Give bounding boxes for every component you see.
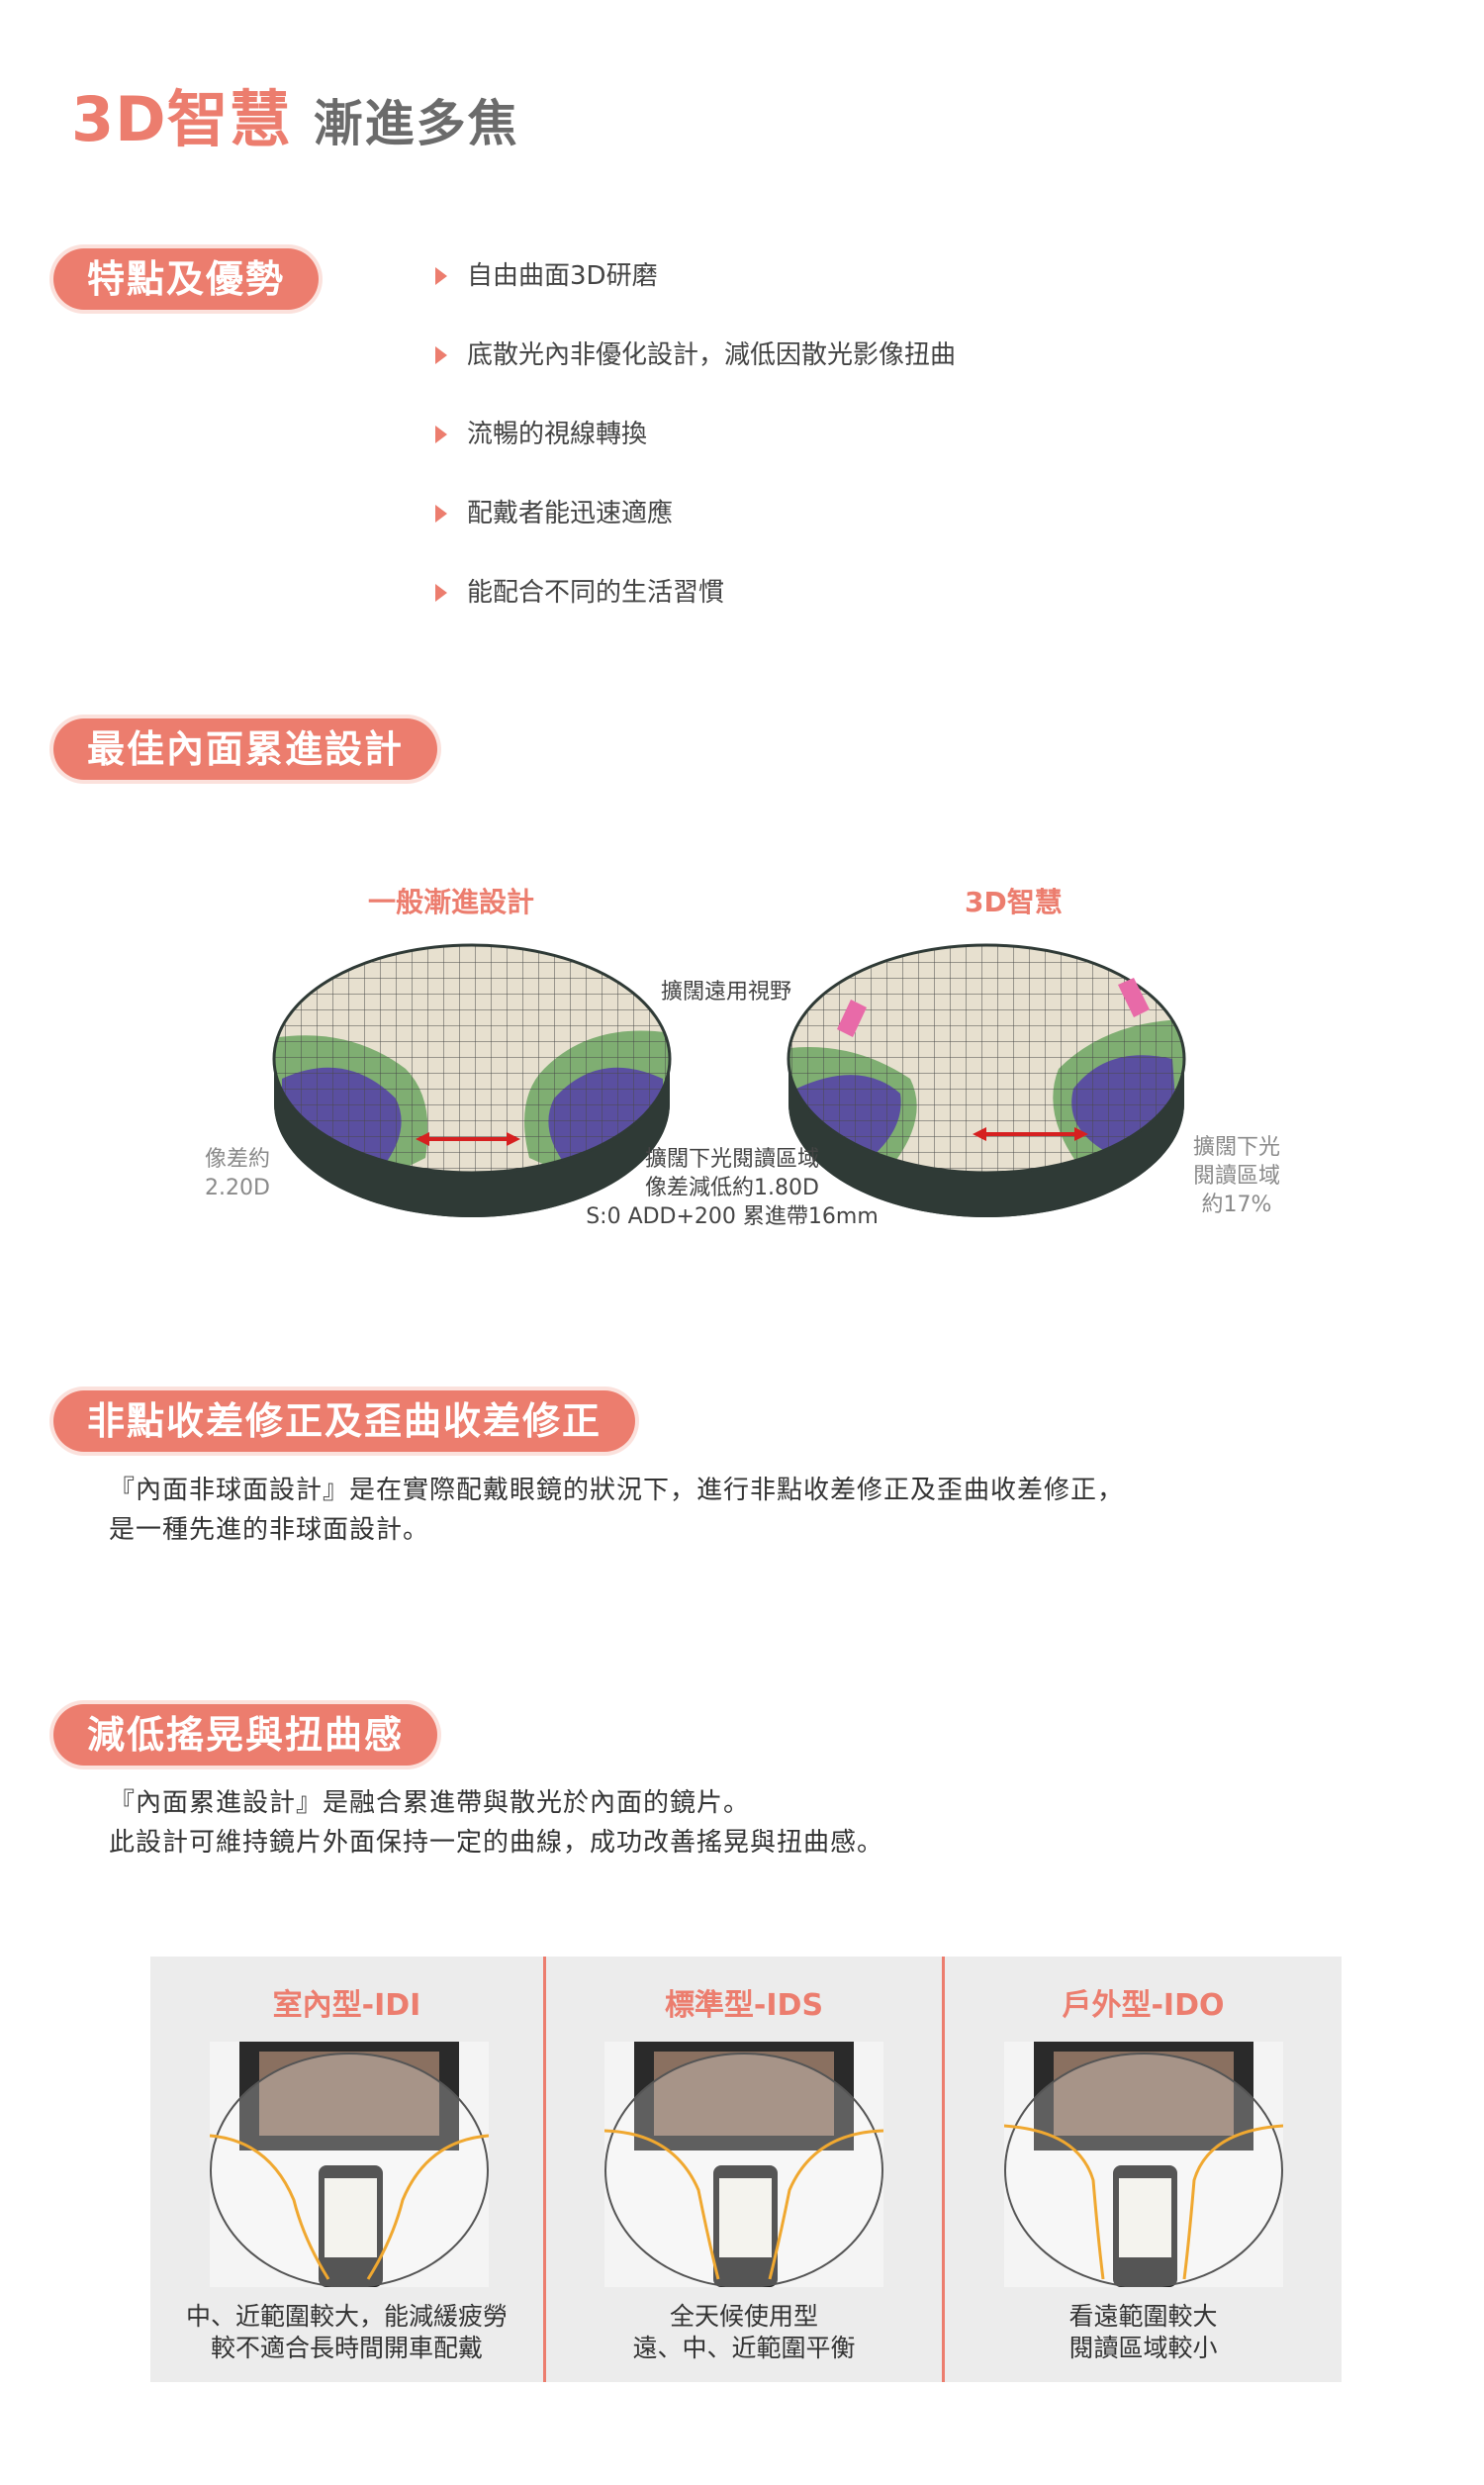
lens-standard — [272, 943, 672, 1217]
type-caption: 看遠範圍較大閱讀區域較小 — [1068, 2302, 1218, 2362]
bullet-icon — [435, 505, 447, 523]
features-list: 自由曲面3D研磨 底散光內非優化設計，減低因散光影像扭曲 流暢的視線轉換 配戴者… — [435, 245, 956, 641]
type-column: 標準型-IDS 全天候使用型遠、中、近範圍平衡 — [546, 1957, 942, 2382]
sway-heading: 減低搖晃與扭曲感 — [53, 1704, 438, 1766]
bullet-icon — [435, 426, 447, 443]
type-caption: 中、近範圍較大，能減緩疲勞較不適合長時間開車配戴 — [185, 2302, 508, 2362]
title-highlight: 3D智慧 — [71, 83, 292, 155]
feature-item: 流暢的視線轉換 — [435, 404, 956, 483]
features-heading: 特點及優勢 — [53, 248, 320, 310]
type-title: 室內型-IDI — [272, 1988, 421, 2023]
lens-photo-outdoor — [1004, 2042, 1283, 2287]
bullet-icon — [435, 267, 447, 285]
feature-item: 底散光內非優化設計，減低因散光影像扭曲 — [435, 325, 956, 404]
page-title: 3D智慧漸進多焦 — [71, 69, 519, 158]
column-divider — [543, 1957, 546, 2382]
lens-left-label: 一般漸進設計 — [368, 886, 535, 918]
feature-item: 能配合不同的生活習慣 — [435, 562, 956, 641]
aberration-heading: 非點收差修正及歪曲收差修正 — [53, 1390, 636, 1452]
lens-diagram — [272, 943, 1186, 1217]
bullet-icon — [435, 346, 447, 364]
pink-arrow — [1118, 978, 1150, 1017]
aberration-text: 『內面非球面設計』是在實際配戴眼鏡的狀況下，進行非點收差修正及歪曲收差修正，是一… — [109, 1476, 1125, 1545]
bullet-icon — [435, 584, 447, 602]
title-rest: 漸進多焦 — [313, 95, 519, 152]
design-heading: 最佳內面累進設計 — [53, 718, 438, 780]
type-column: 戶外型-IDO 看遠範圍較大閱讀區域較小 — [945, 1957, 1342, 2382]
pink-arrow — [837, 1000, 867, 1037]
type-title: 戶外型-IDO — [1062, 1988, 1225, 2023]
arrow-left — [416, 1132, 520, 1146]
lens-photo-standard — [604, 2042, 883, 2287]
feature-item: 配戴者能迅速適應 — [435, 483, 956, 562]
lens-right-label: 3D智慧 — [965, 886, 1063, 918]
right-note: 擴闊下光閱讀區域約17% — [1192, 1135, 1280, 1217]
top-note: 擴闊遠用視野 — [661, 980, 792, 1004]
type-column: 室內型-IDI 中、近範圍較大，能減緩疲勞較不適合長時間開車配戴 — [150, 1957, 543, 2382]
arrow-right — [973, 1127, 1088, 1141]
type-title: 標準型-IDS — [664, 1988, 824, 2023]
feature-item: 自由曲面3D研磨 — [435, 245, 956, 325]
lens-3d — [787, 943, 1186, 1217]
lens-photo-indoor — [210, 2042, 489, 2287]
type-caption: 全天候使用型遠、中、近範圍平衡 — [632, 2302, 856, 2362]
lens-types-panel: 室內型-IDI 中、近範圍較大，能減緩疲勞較不適合長時間開車配戴 標準型-IDS… — [150, 1957, 1342, 2382]
column-divider — [942, 1957, 945, 2382]
sway-text: 『內面累進設計』是融合累進帶與散光於內面的鏡片。此設計可維持鏡片外面保持一定的曲… — [109, 1788, 884, 1858]
